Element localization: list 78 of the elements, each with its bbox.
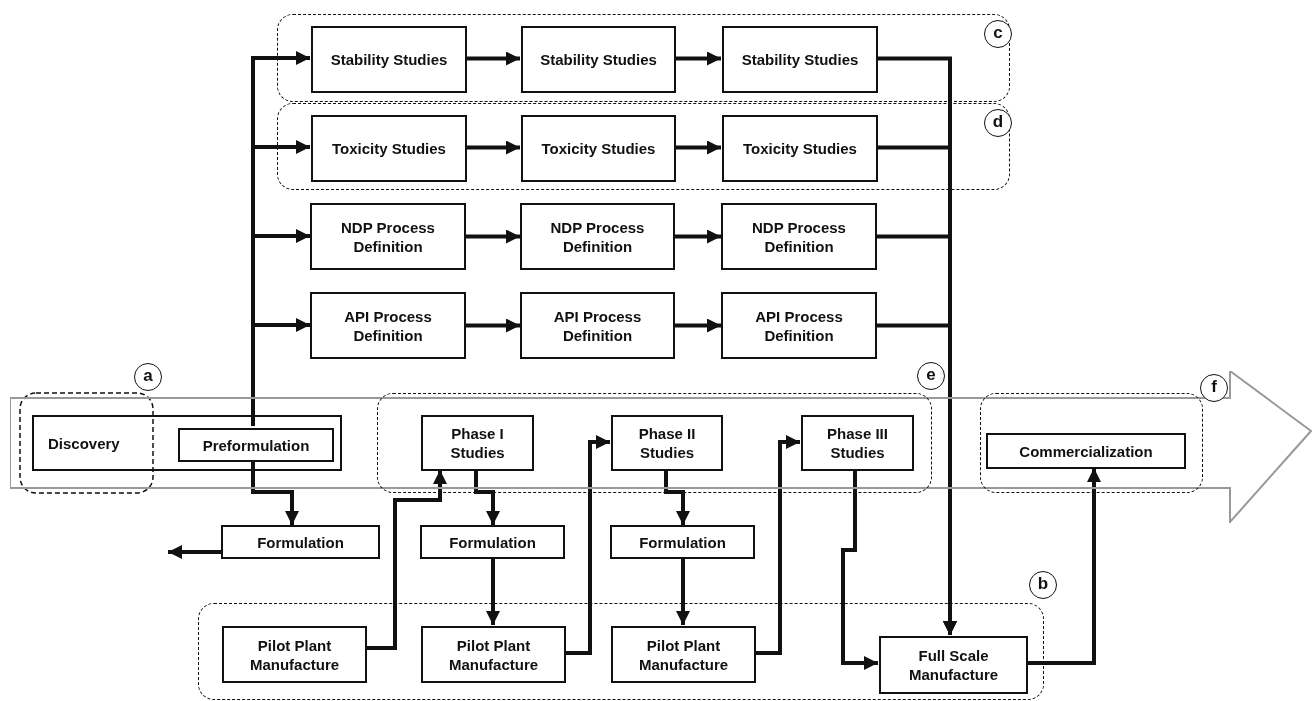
group-letter: a xyxy=(134,363,162,391)
process-box xyxy=(801,415,914,471)
node-label: Commercialization xyxy=(1019,441,1153,461)
arrow xyxy=(675,140,721,155)
process-box xyxy=(611,626,756,683)
node-label: Phase II Studies xyxy=(637,424,697,462)
group-letter: d xyxy=(984,109,1012,137)
arrow xyxy=(676,559,690,625)
arrow xyxy=(168,545,221,559)
arrow xyxy=(675,51,721,66)
process-box xyxy=(32,415,342,471)
arrow xyxy=(755,435,800,655)
process-box xyxy=(986,433,1186,469)
node-label: Toxicity Studies xyxy=(743,139,857,158)
group-letter: e xyxy=(917,362,945,390)
process-box xyxy=(721,292,877,359)
arrow xyxy=(466,318,520,333)
dashed-group xyxy=(277,103,1010,190)
node-label: Formulation xyxy=(639,532,726,552)
arrow xyxy=(675,318,721,333)
group-letter: f xyxy=(1200,374,1228,402)
node-label: Toxicity Studies xyxy=(541,139,656,158)
process-box xyxy=(520,203,675,270)
arrow xyxy=(366,470,447,650)
arrow xyxy=(466,229,520,244)
node-label: API Process Definition xyxy=(343,306,433,345)
arrow xyxy=(466,51,520,66)
node-label: Discovery xyxy=(48,433,120,453)
process-box xyxy=(310,292,466,359)
node-label: NDP Process Definition xyxy=(751,217,847,256)
node-label: NDP Process Definition xyxy=(549,217,646,256)
process-box xyxy=(421,415,534,471)
process-box xyxy=(520,292,675,359)
arrow xyxy=(486,559,500,625)
group-letter: c xyxy=(984,20,1012,48)
process-box xyxy=(521,26,676,93)
process-box xyxy=(611,415,723,471)
node-label: Stability Studies xyxy=(741,50,859,69)
arrow xyxy=(251,460,299,525)
node-label: Pilot Plant Manufacture xyxy=(637,635,730,674)
process-box xyxy=(311,115,467,182)
node-label: API Process Definition xyxy=(754,306,844,345)
arrow xyxy=(466,140,520,155)
node-label: Pilot Plant Manufacture xyxy=(248,635,341,674)
process-box xyxy=(420,525,565,559)
arrow xyxy=(1027,468,1101,665)
arrow xyxy=(841,470,878,670)
process-box xyxy=(610,525,755,559)
node-label: Full Scale Manufacture xyxy=(907,646,1000,684)
node-label: Formulation xyxy=(257,532,344,552)
arrow xyxy=(675,229,721,244)
node-label: NDP Process Definition xyxy=(340,217,436,256)
arrow xyxy=(474,470,500,525)
process-box xyxy=(311,26,467,93)
process-box xyxy=(721,203,877,270)
process-box xyxy=(879,636,1028,694)
node-label: Stability Studies xyxy=(330,50,448,69)
arrow xyxy=(251,318,310,426)
node-label: Preformulation xyxy=(202,435,310,455)
node-label: Formulation xyxy=(449,532,536,552)
process-box xyxy=(310,203,466,270)
group-letter: b xyxy=(1029,571,1057,599)
dashed-group xyxy=(277,14,1010,102)
process-box xyxy=(722,26,878,93)
arrow xyxy=(664,470,690,525)
arrow xyxy=(565,435,610,655)
process-box xyxy=(421,626,566,683)
process-box xyxy=(722,115,878,182)
node-label: API Process Definition xyxy=(552,306,643,345)
process-box xyxy=(222,626,367,683)
node-label: Toxicity Studies xyxy=(332,139,446,158)
node-label: Pilot Plant Manufacture xyxy=(447,635,540,674)
process-box xyxy=(521,115,676,182)
node-label: Phase I Studies xyxy=(449,424,506,462)
node-label: Stability Studies xyxy=(540,50,657,69)
process-box xyxy=(178,428,334,462)
process-box xyxy=(221,525,380,559)
node-label: Phase III Studies xyxy=(826,424,889,462)
